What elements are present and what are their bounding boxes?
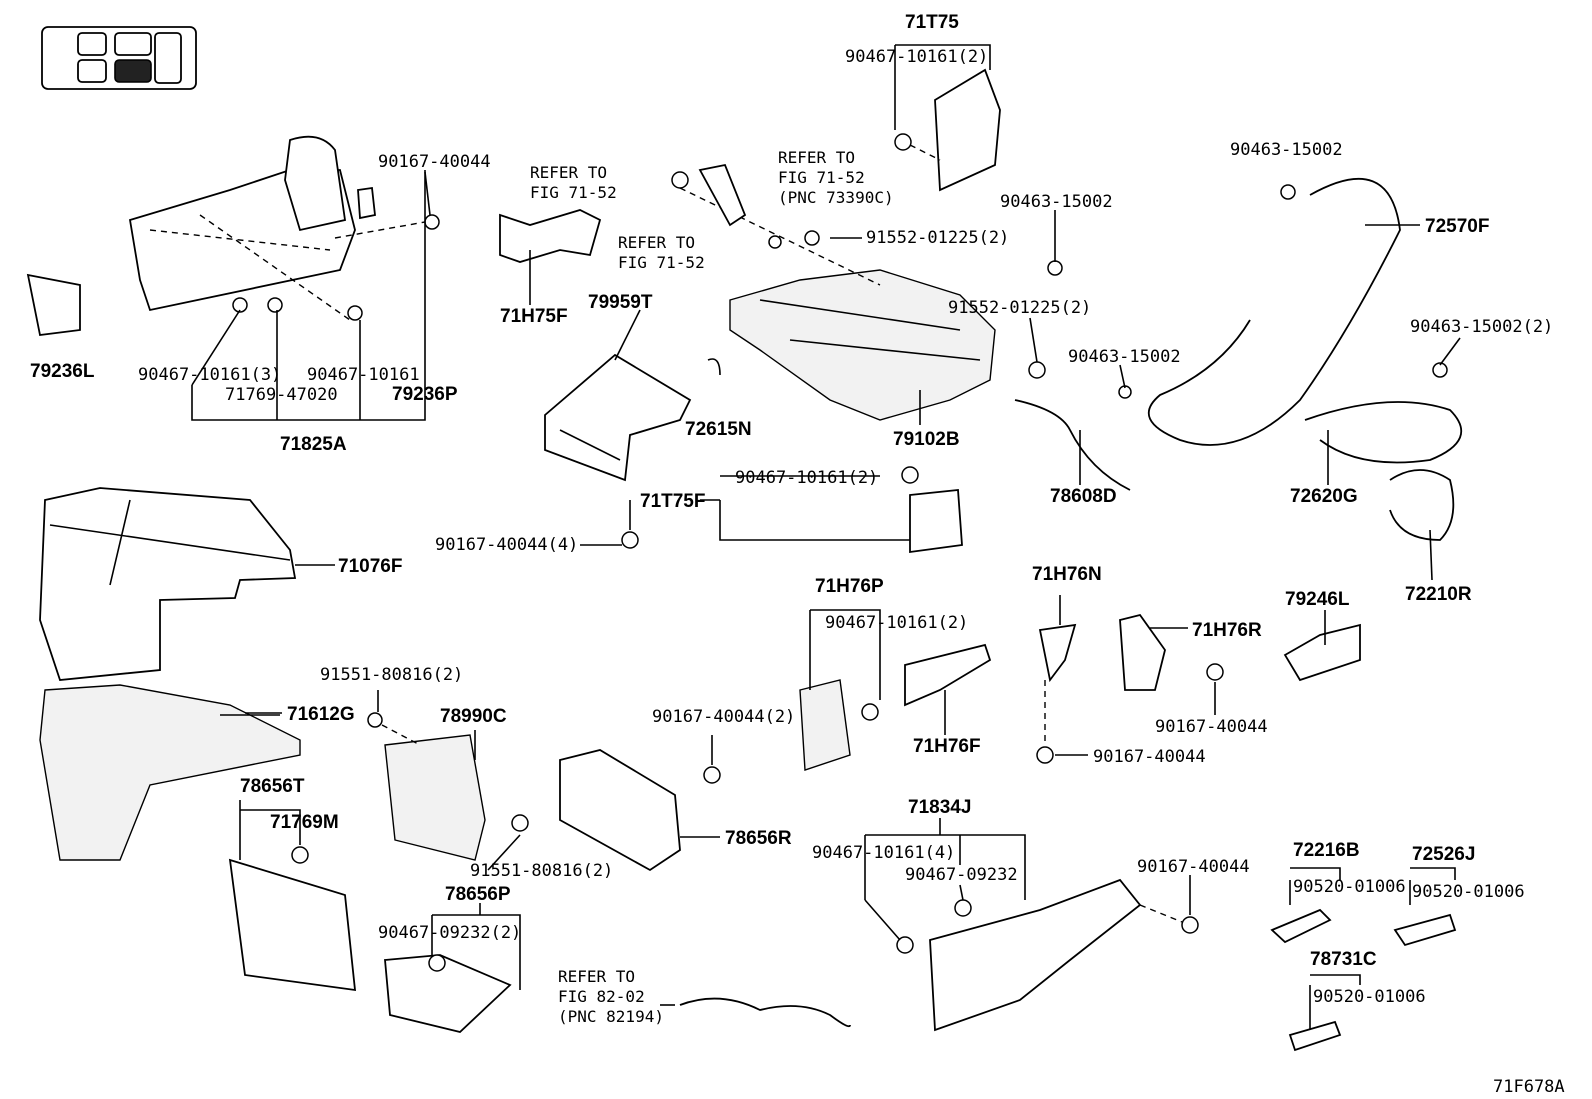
label-90167-40044-2: 90167-40044(2) <box>652 707 795 727</box>
label-71834j: 71834J <box>908 797 971 818</box>
label-90467-10161-b: 90467-10161 <box>307 365 420 385</box>
label-91551-80816-2-b: 91551-80816(2) <box>470 861 613 881</box>
part-79102b-track <box>671 163 1046 421</box>
label-91552-01225-2-b: 91552-01225(2) <box>948 298 1091 318</box>
label-79102b: 79102B <box>893 429 960 450</box>
label-72210r: 72210R <box>1405 584 1472 605</box>
label-71612g: 71612G <box>287 704 355 725</box>
refer-fig7152-b: REFER TO FIG 71-52 (PNC 73390C) <box>778 148 894 207</box>
label-90467-10161-4: 90467-10161(4) <box>812 843 955 863</box>
svg-text:(PNC 73390C): (PNC 73390C) <box>778 188 894 207</box>
refer-fig7152-a: REFER TO FIG 71-52 <box>530 163 617 202</box>
label-90520-01006-c: 90520-01006 <box>1313 987 1426 1007</box>
label-79236p: 79236P <box>392 384 458 405</box>
label-90463-15002-b: 90463-15002 <box>1000 192 1113 212</box>
label-90167-40044-4: 90167-40044(4) <box>435 535 578 555</box>
part-79246l <box>1283 623 1361 682</box>
part-79959t <box>544 353 692 482</box>
label-71h76f: 71H76F <box>913 736 981 757</box>
label-71076f: 71076F <box>338 556 402 577</box>
svg-text:(PNC 82194): (PNC 82194) <box>558 1007 664 1026</box>
diagram-code: 71F678A <box>1493 1077 1565 1097</box>
svg-text:FIG 71-52: FIG 71-52 <box>618 253 705 272</box>
refer-fig7152-c: REFER TO FIG 71-52 <box>618 233 705 272</box>
part-78656r <box>559 749 721 872</box>
cables-group <box>1014 177 1463 541</box>
part-71h76r <box>1119 613 1224 691</box>
part-72615n <box>707 358 721 376</box>
label-72570f: 72570F <box>1425 216 1489 237</box>
label-90463-15002-2: 90463-15002(2) <box>1410 317 1553 337</box>
label-91552-01225-2-a: 91552-01225(2) <box>866 228 1009 248</box>
label-72615n: 72615N <box>685 419 752 440</box>
svg-text:REFER TO: REFER TO <box>558 967 635 986</box>
label-78656t: 78656T <box>240 776 305 797</box>
part-caps <box>1270 908 1457 1052</box>
label-71t75f: 71T75F <box>640 491 705 512</box>
svg-text:REFER TO: REFER TO <box>618 233 695 252</box>
label-90467-09232-2: 90467-09232(2) <box>378 923 521 943</box>
label-71769m: 71769M <box>270 812 339 833</box>
part-71h76f <box>904 643 992 707</box>
svg-text:REFER TO: REFER TO <box>530 163 607 182</box>
part-79236l <box>26 273 81 336</box>
label-71h76r: 71H76R <box>1192 620 1262 641</box>
label-72526j: 72526J <box>1412 844 1475 865</box>
label-71825a: 71825A <box>280 434 347 455</box>
label-90467-09232: 90467-09232 <box>905 865 1018 885</box>
label-90467-10161-2-p: 90467-10161(2) <box>825 613 968 633</box>
label-79246l: 79246L <box>1285 589 1350 610</box>
label-90467-10161-2-mid: 90467-10161(2) <box>735 468 878 488</box>
part-71825a-frame <box>128 135 440 321</box>
part-78990c <box>367 712 529 861</box>
label-71t75: 71T75 <box>905 12 959 33</box>
label-78656p: 78656P <box>445 884 511 905</box>
part-71h75f <box>499 209 602 263</box>
label-90463-15002-c: 90463-15002 <box>1068 347 1181 367</box>
label-79236l: 79236L <box>30 361 95 382</box>
label-78656r: 78656R <box>725 828 792 849</box>
label-90467-10161-3: 90467-10161(3) <box>138 365 281 385</box>
part-71612g-pad <box>39 684 301 861</box>
label-71h76n: 71H76N <box>1032 564 1102 585</box>
part-71h76n <box>1036 623 1077 764</box>
label-72620g: 72620G <box>1290 486 1358 507</box>
label-91551-80816-2-a: 91551-80816(2) <box>320 665 463 685</box>
label-72216b: 72216B <box>1293 840 1360 861</box>
label-78990c: 78990C <box>440 706 507 727</box>
label-90463-15002-a: 90463-15002 <box>1230 140 1343 160</box>
label-90167-40044-d: 90167-40044 <box>1093 747 1206 767</box>
label-71h76p: 71H76P <box>815 576 884 597</box>
part-labels: 71T75 90467-10161(2) 90167-40044 71H75F … <box>30 12 1565 1097</box>
svg-text:FIG 71-52: FIG 71-52 <box>778 168 865 187</box>
part-71834j <box>896 878 1199 1032</box>
svg-text:REFER TO: REFER TO <box>778 148 855 167</box>
part-78656t <box>228 846 357 992</box>
refer-fig8202: REFER TO FIG 82-02 (PNC 82194) <box>558 967 664 1026</box>
part-71t75f <box>621 466 963 554</box>
label-79959t: 79959T <box>588 292 653 313</box>
svg-text:FIG 71-52: FIG 71-52 <box>530 183 617 202</box>
leader-lines <box>191 44 1461 1030</box>
part-71076f-cover <box>39 487 297 681</box>
label-78731c: 78731C <box>1310 949 1377 970</box>
label-90167-40044-c: 90167-40044 <box>1155 717 1268 737</box>
label-90167-40044-e: 90167-40044 <box>1137 857 1250 877</box>
seat-location-icon <box>41 26 197 90</box>
label-90520-01006-a: 90520-01006 <box>1293 877 1406 897</box>
part-78656p <box>384 954 512 1033</box>
part-71t75-panel <box>894 45 1001 192</box>
label-90520-01006-b: 90520-01006 <box>1412 882 1525 902</box>
svg-text:FIG 82-02: FIG 82-02 <box>558 987 645 1006</box>
label-71769-47020: 71769-47020 <box>225 385 338 405</box>
part-wire-harness <box>679 997 851 1028</box>
label-90167-40044-a: 90167-40044 <box>378 152 491 172</box>
part-71h76p <box>799 679 879 771</box>
label-90467-10161-2-top: 90467-10161(2) <box>845 47 988 67</box>
label-78608d: 78608D <box>1050 486 1117 507</box>
label-71h75f: 71H75F <box>500 306 568 327</box>
